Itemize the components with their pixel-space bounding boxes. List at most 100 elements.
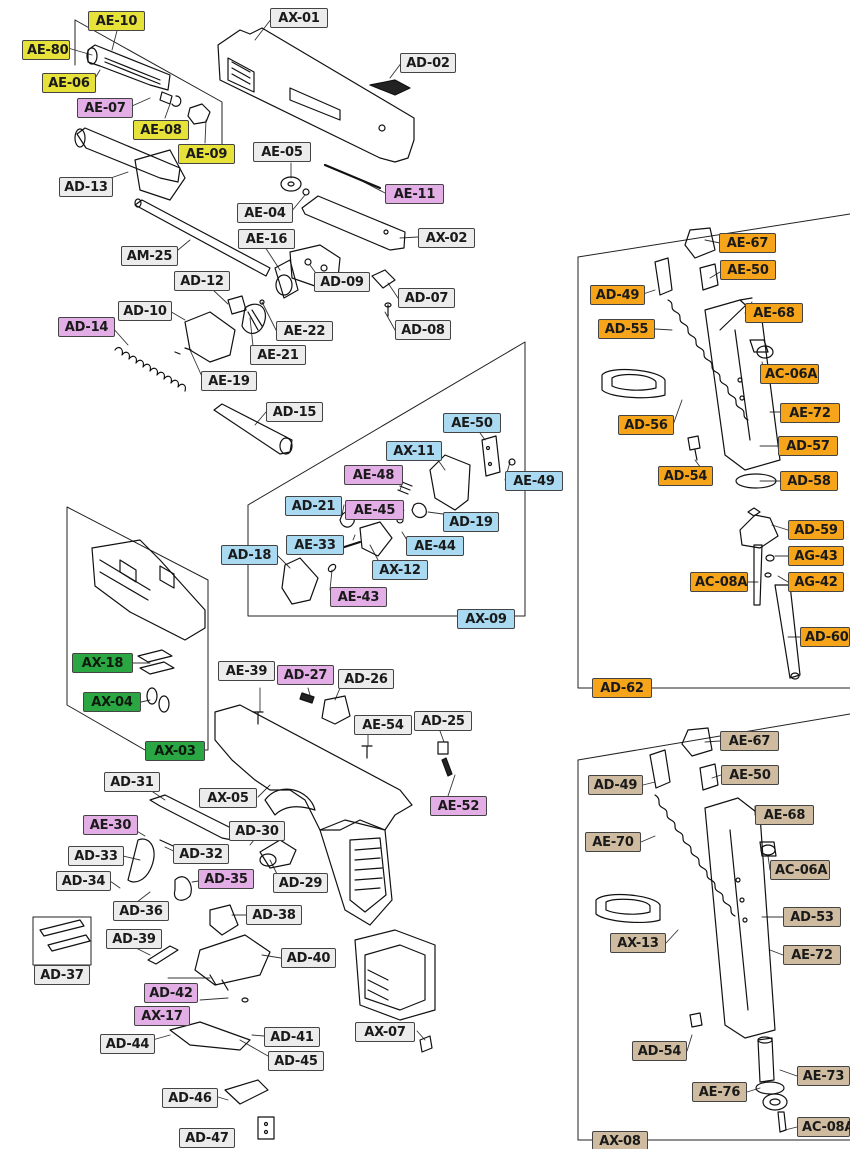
label-ae-48: AE-48 bbox=[344, 465, 403, 485]
group-frames bbox=[32, 19, 850, 1141]
frame-small-parts bbox=[252, 692, 453, 777]
hammer-valve-assembly bbox=[281, 435, 516, 605]
label-ac-08a-co2: AC-08A bbox=[797, 1117, 850, 1137]
label-ad-56: AD-56 bbox=[618, 415, 674, 435]
label-ae-50-gas: AE-50 bbox=[720, 260, 776, 280]
label-ad-40: AD-40 bbox=[281, 948, 336, 968]
label-ae-67-co2: AE-67 bbox=[720, 731, 779, 751]
label-ae-80: AE-80 bbox=[22, 40, 70, 60]
label-ax-17: AX-17 bbox=[134, 1006, 190, 1026]
label-ae-07: AE-07 bbox=[77, 98, 133, 118]
label-ad-42: AD-42 bbox=[144, 983, 198, 1003]
label-ad-59: AD-59 bbox=[788, 520, 844, 540]
label-ax-09: AX-09 bbox=[457, 609, 515, 629]
label-ad-31: AD-31 bbox=[104, 772, 160, 792]
label-ad-58: AD-58 bbox=[780, 471, 838, 491]
label-ax-07: AX-07 bbox=[355, 1022, 415, 1042]
outer-barrel-assembly bbox=[74, 44, 211, 201]
label-ac-08a-gas: AC-08A bbox=[690, 572, 748, 592]
label-ae-76: AE-76 bbox=[692, 1082, 747, 1102]
label-ad-07: AD-07 bbox=[398, 288, 455, 308]
inner-barrel bbox=[134, 198, 299, 299]
label-ae-43: AE-43 bbox=[330, 587, 387, 607]
label-ae-30: AE-30 bbox=[83, 815, 138, 835]
label-ae-09: AE-09 bbox=[178, 144, 235, 164]
label-ad-30: AD-30 bbox=[229, 821, 285, 841]
label-ax-08: AX-08 bbox=[592, 1131, 648, 1149]
label-ae-49: AE-49 bbox=[505, 471, 563, 491]
label-ax-12: AX-12 bbox=[372, 560, 428, 580]
label-ae-68-co2: AE-68 bbox=[755, 805, 814, 825]
label-ae-10: AE-10 bbox=[88, 11, 145, 31]
label-ae-68-gas: AE-68 bbox=[745, 303, 803, 323]
label-ae-50-co2: AE-50 bbox=[721, 765, 779, 785]
slide-internal-parts bbox=[280, 163, 406, 317]
label-ag-43: AG-43 bbox=[788, 546, 844, 566]
label-ad-36: AD-36 bbox=[113, 901, 169, 921]
label-ae-67-gas: AE-67 bbox=[719, 233, 776, 253]
label-am-25: AM-25 bbox=[121, 246, 178, 266]
lower-frame bbox=[214, 704, 413, 926]
label-ad-57: AD-57 bbox=[778, 436, 838, 456]
label-ax-11: AX-11 bbox=[386, 441, 442, 461]
magazine-gas-type bbox=[601, 227, 801, 680]
label-ax-03: AX-03 bbox=[145, 741, 205, 761]
label-ax-13: AX-13 bbox=[610, 933, 666, 953]
label-ad-41: AD-41 bbox=[264, 1027, 320, 1047]
label-ae-73: AE-73 bbox=[797, 1066, 850, 1086]
label-ad-44: AD-44 bbox=[100, 1034, 155, 1054]
label-ad-46: AD-46 bbox=[162, 1088, 218, 1108]
label-ax-18: AX-18 bbox=[72, 653, 133, 673]
label-ae-52: AE-52 bbox=[430, 796, 487, 816]
label-ae-06: AE-06 bbox=[42, 73, 96, 93]
label-ae-22: AE-22 bbox=[276, 321, 333, 341]
label-ax-02: AX-02 bbox=[418, 228, 475, 248]
trigger-group bbox=[39, 794, 297, 1140]
label-ac-06a-gas: AC-06A bbox=[760, 364, 819, 384]
label-ad-62: AD-62 bbox=[592, 678, 652, 698]
label-ad-12: AD-12 bbox=[174, 271, 230, 291]
label-ae-70: AE-70 bbox=[585, 832, 641, 852]
label-ae-16: AE-16 bbox=[238, 229, 295, 249]
label-ae-04: AE-04 bbox=[237, 203, 293, 223]
label-ae-19: AE-19 bbox=[201, 371, 257, 391]
label-ad-26: AD-26 bbox=[338, 669, 394, 689]
label-ae-44: AE-44 bbox=[406, 536, 464, 556]
label-ad-27: AD-27 bbox=[277, 665, 334, 685]
label-ad-54-gas: AD-54 bbox=[658, 466, 713, 486]
label-ax-04: AX-04 bbox=[83, 692, 141, 712]
recoil-spring-and-guide bbox=[114, 311, 293, 455]
label-ad-10: AD-10 bbox=[118, 301, 172, 321]
label-ad-49-gas: AD-49 bbox=[590, 285, 645, 305]
label-ae-08: AE-08 bbox=[133, 120, 189, 140]
label-ad-13: AD-13 bbox=[59, 177, 113, 197]
label-ad-35: AD-35 bbox=[198, 869, 254, 889]
label-ad-45: AD-45 bbox=[268, 1051, 324, 1071]
label-ad-33: AD-33 bbox=[68, 846, 124, 866]
label-ae-50: AE-50 bbox=[443, 413, 501, 433]
label-ax-05: AX-05 bbox=[199, 788, 257, 808]
label-ag-42: AG-42 bbox=[788, 572, 844, 592]
rail-adapter bbox=[91, 539, 206, 713]
blowback-unit bbox=[227, 244, 341, 334]
label-ad-21: AD-21 bbox=[285, 496, 342, 516]
label-ad-60: AD-60 bbox=[800, 627, 850, 647]
label-ad-02: AD-02 bbox=[400, 53, 456, 73]
label-ae-05: AE-05 bbox=[253, 142, 311, 162]
label-ae-11: AE-11 bbox=[385, 184, 444, 204]
label-ad-32: AD-32 bbox=[173, 844, 229, 864]
label-ac-06a-co2: AC-06A bbox=[770, 860, 830, 880]
label-ae-45: AE-45 bbox=[345, 500, 404, 520]
magazine-co2-type bbox=[595, 727, 788, 1133]
label-ad-34: AD-34 bbox=[56, 871, 111, 891]
label-ae-72-co2: AE-72 bbox=[783, 945, 841, 965]
label-ad-15: AD-15 bbox=[266, 402, 323, 422]
label-ad-19: AD-19 bbox=[443, 512, 499, 532]
label-ad-39: AD-39 bbox=[106, 929, 162, 949]
label-ad-47: AD-47 bbox=[179, 1128, 235, 1148]
label-ad-54-co2: AD-54 bbox=[632, 1041, 687, 1061]
label-ad-14: AD-14 bbox=[58, 317, 115, 337]
label-ad-29: AD-29 bbox=[273, 873, 328, 893]
label-ae-21: AE-21 bbox=[250, 345, 306, 365]
label-ad-09: AD-09 bbox=[314, 272, 370, 292]
